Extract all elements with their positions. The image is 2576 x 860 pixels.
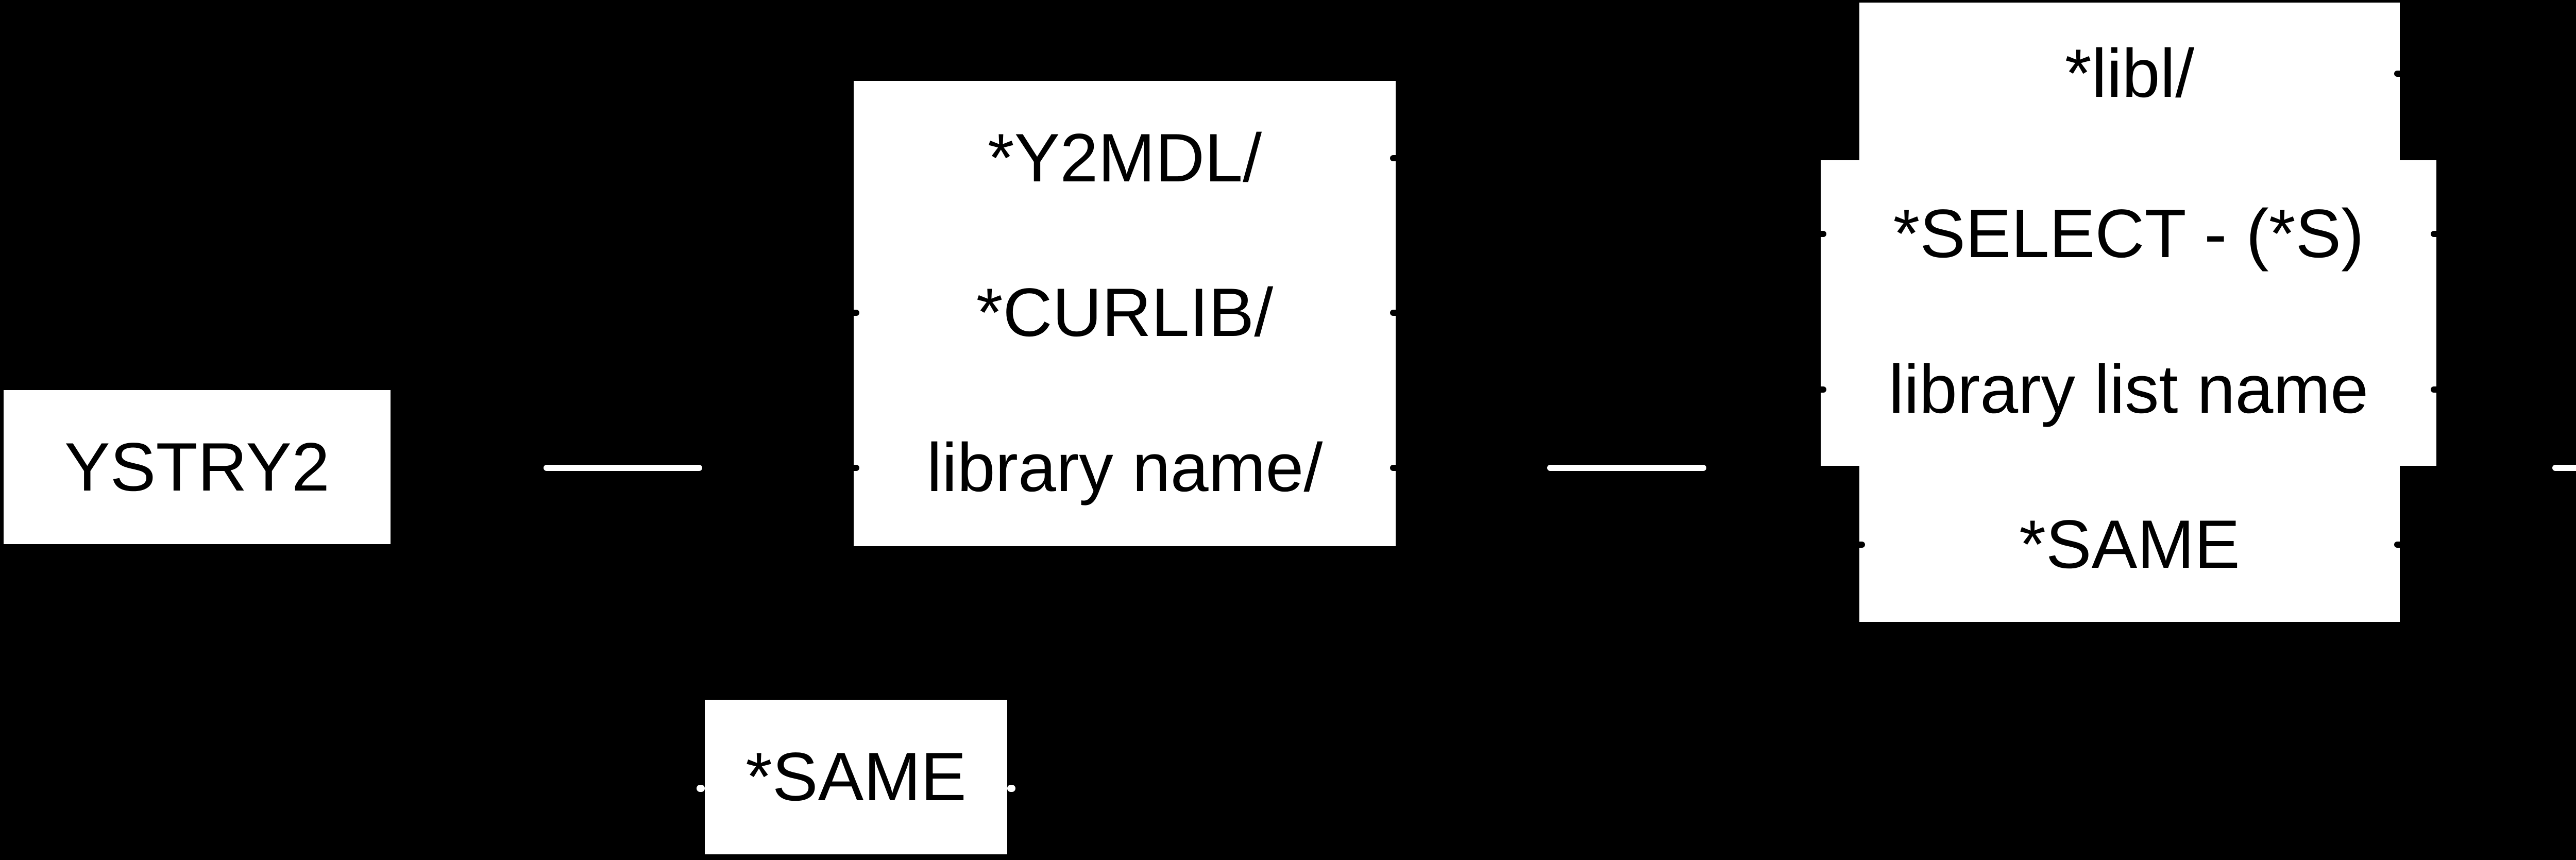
connector-dash-2: [1547, 465, 1706, 471]
same-branch-node: *SAME: [705, 700, 1007, 854]
connector-dash-3: [2552, 465, 2576, 471]
command-label: YSTRY2: [64, 429, 330, 505]
tick-mark: [1390, 465, 1401, 471]
option-label-libl: *libl/: [2064, 36, 2195, 112]
option-label-library-name: library name/: [926, 430, 1323, 506]
connector-stub-right: [1007, 785, 1015, 792]
option-label-library-list-name: library list name: [1888, 351, 2369, 428]
tick-mark: [2394, 71, 2405, 77]
command-node: YSTRY2: [4, 390, 391, 544]
tick-mark: [1854, 542, 1865, 548]
connector-dash-1: [544, 465, 702, 471]
tick-mark: [1390, 155, 1401, 161]
option-label-same: *SAME: [2019, 507, 2240, 583]
tick-mark: [848, 310, 859, 316]
tick-mark: [848, 465, 859, 471]
tick-mark: [1390, 310, 1401, 316]
tick-mark: [2431, 231, 2442, 237]
library-list-option-stack-wide-node: *SELECT - (*S) library list name: [1821, 160, 2436, 466]
option-label-curlib: *CURLIB/: [976, 275, 1274, 351]
connector-stub-left: [697, 785, 705, 792]
tick-mark: [1815, 231, 1826, 237]
library-option-stack-node: *Y2MDL/ *CURLIB/ library name/: [854, 81, 1396, 546]
tick-mark: [2394, 542, 2405, 548]
option-label-y2mdl: *Y2MDL/: [987, 120, 1262, 196]
tick-mark: [1815, 386, 1826, 393]
tick-mark: [2431, 386, 2442, 393]
option-label-same-branch: *SAME: [745, 739, 967, 815]
option-label-select: *SELECT - (*S): [1893, 196, 2364, 272]
